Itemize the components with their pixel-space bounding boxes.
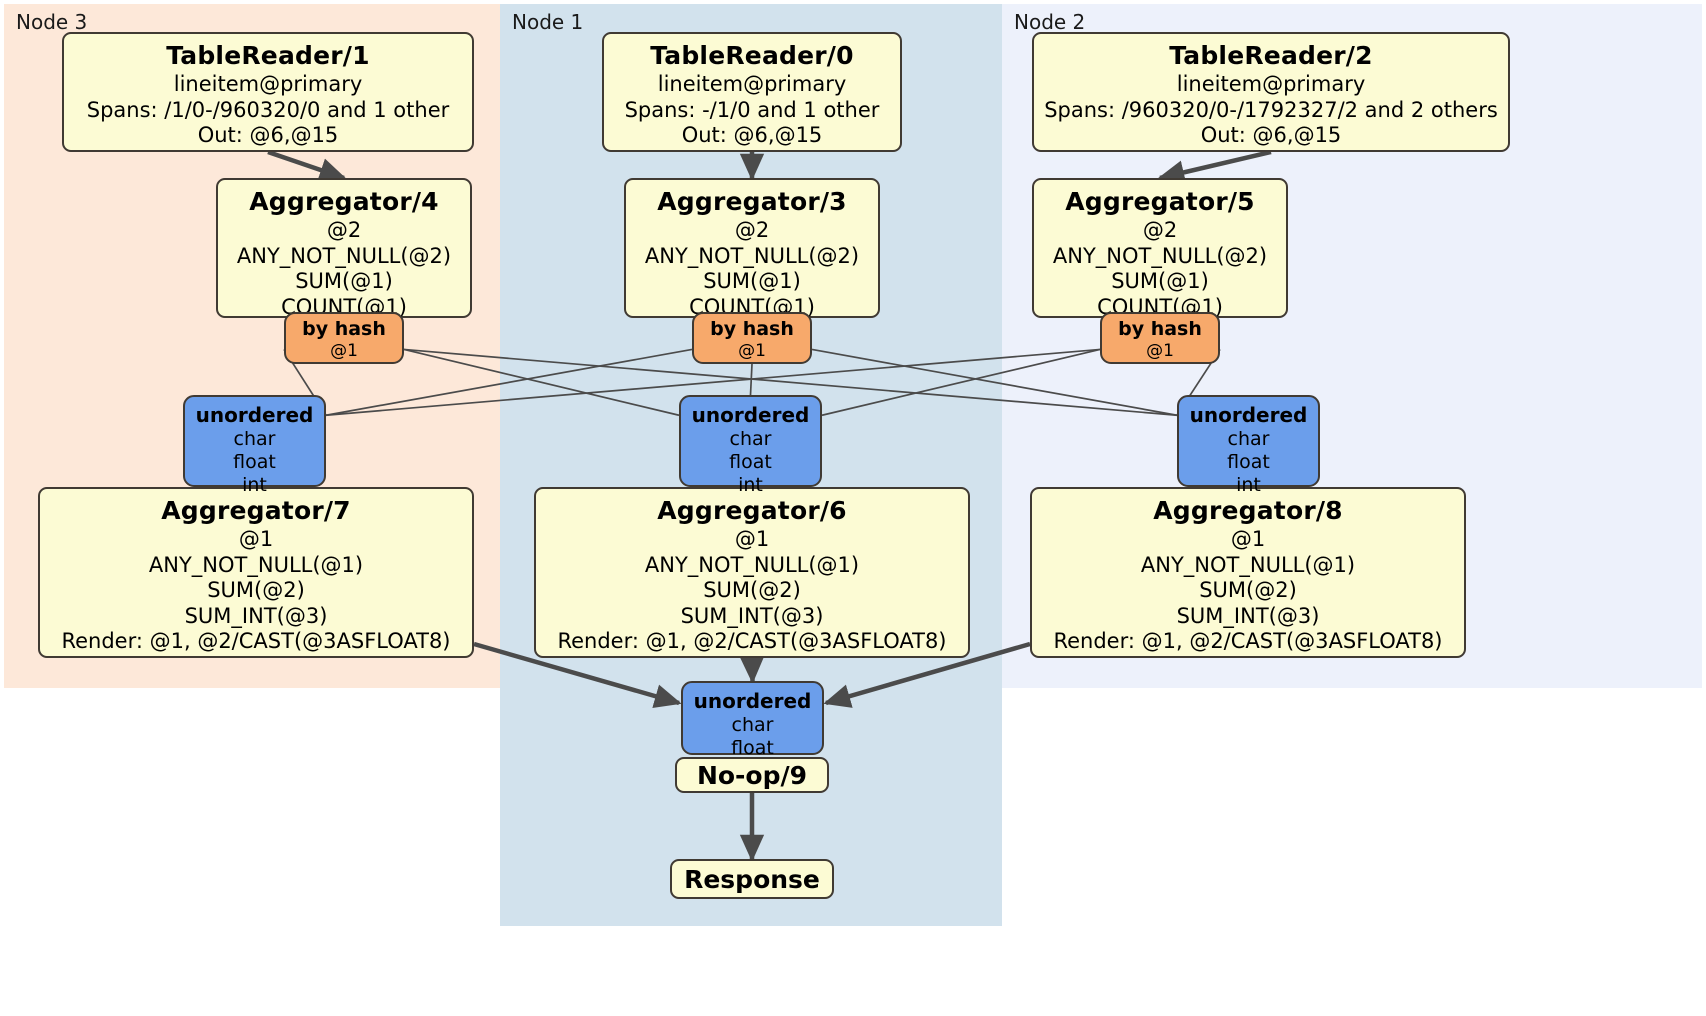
processor-detail-agg-1: ANY_NOT_NULL(@2) — [236, 243, 452, 268]
processor-detail-spans: Spans: -/1/0 and 1 other — [624, 97, 880, 122]
processor-title: TableReader/2 — [1169, 41, 1373, 70]
stream-title: unordered — [691, 403, 810, 427]
processor-detail-render: Render: @1, @2/CAST(@3ASFLOAT8) — [1053, 629, 1443, 654]
stream-type-3: int — [738, 474, 763, 497]
processor-title: Aggregator/3 — [657, 187, 847, 216]
router-by-hash-aggregator-3[interactable]: by hash @1 — [692, 312, 812, 364]
processor-detail-table: lineitem@primary — [657, 72, 847, 96]
processor-title: TableReader/1 — [166, 41, 370, 70]
stream-title: unordered — [1189, 403, 1308, 427]
processor-aggregator-8[interactable]: Aggregator/8 @1 ANY_NOT_NULL(@1) SUM(@2)… — [1030, 487, 1466, 658]
processor-detail-agg-3: SUM_INT(@3) — [680, 603, 824, 628]
processor-detail-agg-2: SUM(@1) — [295, 269, 393, 294]
processor-detail-agg-1: ANY_NOT_NULL(@2) — [1052, 243, 1268, 268]
processor-title: Aggregator/7 — [161, 496, 351, 525]
processor-title: Aggregator/5 — [1065, 187, 1255, 216]
processor-tablereader-0[interactable]: TableReader/0 lineitem@primary Spans: -/… — [602, 32, 902, 152]
router-title: by hash — [1118, 318, 1202, 340]
region-label-node-1: Node 1 — [512, 10, 584, 34]
router-title: by hash — [710, 318, 794, 340]
stream-type-1: char — [731, 714, 774, 736]
stream-unordered-aggregator-8[interactable]: unordered char float int — [1177, 395, 1320, 496]
processor-tablereader-1[interactable]: TableReader/1 lineitem@primary Spans: /1… — [62, 32, 474, 152]
processor-aggregator-3[interactable]: Aggregator/3 @2 ANY_NOT_NULL(@2) SUM(@1)… — [624, 178, 880, 319]
response-node[interactable]: Response — [670, 859, 834, 899]
processor-detail-render: Render: @1, @2/CAST(@3ASFLOAT8) — [61, 629, 451, 654]
router-column: @1 — [330, 340, 358, 361]
processor-aggregator-6[interactable]: Aggregator/6 @1 ANY_NOT_NULL(@1) SUM(@2)… — [534, 487, 970, 658]
region-label-node-3: Node 3 — [16, 10, 88, 34]
stream-unordered-final[interactable]: unordered char float — [681, 681, 824, 759]
processor-detail-render: Render: @1, @2/CAST(@3ASFLOAT8) — [557, 629, 947, 654]
stream-type-1: char — [233, 428, 276, 450]
processor-detail-agg-1: ANY_NOT_NULL(@2) — [644, 243, 860, 268]
processor-detail-agg-1: ANY_NOT_NULL(@1) — [1140, 552, 1356, 577]
processor-detail-out: Out: @6,@15 — [197, 123, 339, 148]
processor-detail-out: Out: @6,@15 — [1200, 123, 1342, 148]
processor-detail-groupcol: @1 — [1230, 527, 1266, 551]
processor-no-op-9[interactable]: No-op/9 — [675, 757, 829, 793]
processor-detail-agg-3: SUM_INT(@3) — [184, 603, 328, 628]
router-column: @1 — [1146, 340, 1174, 361]
processor-detail-agg-2: SUM(@2) — [703, 578, 801, 603]
processor-detail-agg-2: SUM(@2) — [207, 578, 305, 603]
stream-type-2: float — [233, 451, 276, 474]
stream-title: unordered — [693, 689, 812, 713]
processor-title: TableReader/0 — [650, 41, 854, 70]
stream-type-3: int — [242, 474, 267, 497]
stream-type-2: float — [729, 451, 772, 474]
processor-aggregator-4[interactable]: Aggregator/4 @2 ANY_NOT_NULL(@2) SUM(@1)… — [216, 178, 472, 319]
processor-detail-groupcol: @2 — [734, 218, 770, 242]
processor-detail-table: lineitem@primary — [173, 72, 363, 96]
processor-detail-out: Out: @6,@15 — [681, 123, 823, 148]
stream-type-3: int — [1236, 474, 1261, 497]
stream-type-2: float — [1227, 451, 1270, 474]
processor-aggregator-7[interactable]: Aggregator/7 @1 ANY_NOT_NULL(@1) SUM(@2)… — [38, 487, 474, 658]
stream-title: unordered — [195, 403, 314, 427]
processor-detail-spans: Spans: /960320/0-/1792327/2 and 2 others — [1044, 97, 1498, 122]
region-label-node-2: Node 2 — [1014, 10, 1086, 34]
processor-aggregator-5[interactable]: Aggregator/5 @2 ANY_NOT_NULL(@2) SUM(@1)… — [1032, 178, 1288, 319]
stream-unordered-aggregator-6[interactable]: unordered char float int — [679, 395, 822, 496]
processor-detail-spans: Spans: /1/0-/960320/0 and 1 other — [86, 97, 450, 122]
processor-detail-table: lineitem@primary — [1176, 72, 1366, 96]
processor-detail-agg-1: ANY_NOT_NULL(@1) — [644, 552, 860, 577]
router-column: @1 — [738, 340, 766, 361]
processor-detail-agg-2: SUM(@1) — [1111, 269, 1209, 294]
processor-detail-groupcol: @2 — [1142, 218, 1178, 242]
processor-detail-agg-2: SUM(@2) — [1199, 578, 1297, 603]
processor-detail-groupcol: @2 — [326, 218, 362, 242]
processor-title: Aggregator/4 — [249, 187, 439, 216]
processor-title: Aggregator/6 — [657, 496, 847, 525]
stream-type-1: char — [1227, 428, 1270, 450]
processor-detail-groupcol: @1 — [238, 527, 274, 551]
router-by-hash-aggregator-4[interactable]: by hash @1 — [284, 312, 404, 364]
stream-unordered-aggregator-7[interactable]: unordered char float int — [183, 395, 326, 496]
router-title: by hash — [302, 318, 386, 340]
processor-detail-agg-3: SUM_INT(@3) — [1176, 603, 1320, 628]
stream-type-1: char — [729, 428, 772, 450]
stream-type-2: float — [731, 737, 774, 760]
processor-tablereader-2[interactable]: TableReader/2 lineitem@primary Spans: /9… — [1032, 32, 1510, 152]
processor-detail-groupcol: @1 — [734, 527, 770, 551]
processor-title: Aggregator/8 — [1153, 496, 1343, 525]
processor-detail-agg-2: SUM(@1) — [703, 269, 801, 294]
processor-detail-agg-1: ANY_NOT_NULL(@1) — [148, 552, 364, 577]
router-by-hash-aggregator-5[interactable]: by hash @1 — [1100, 312, 1220, 364]
